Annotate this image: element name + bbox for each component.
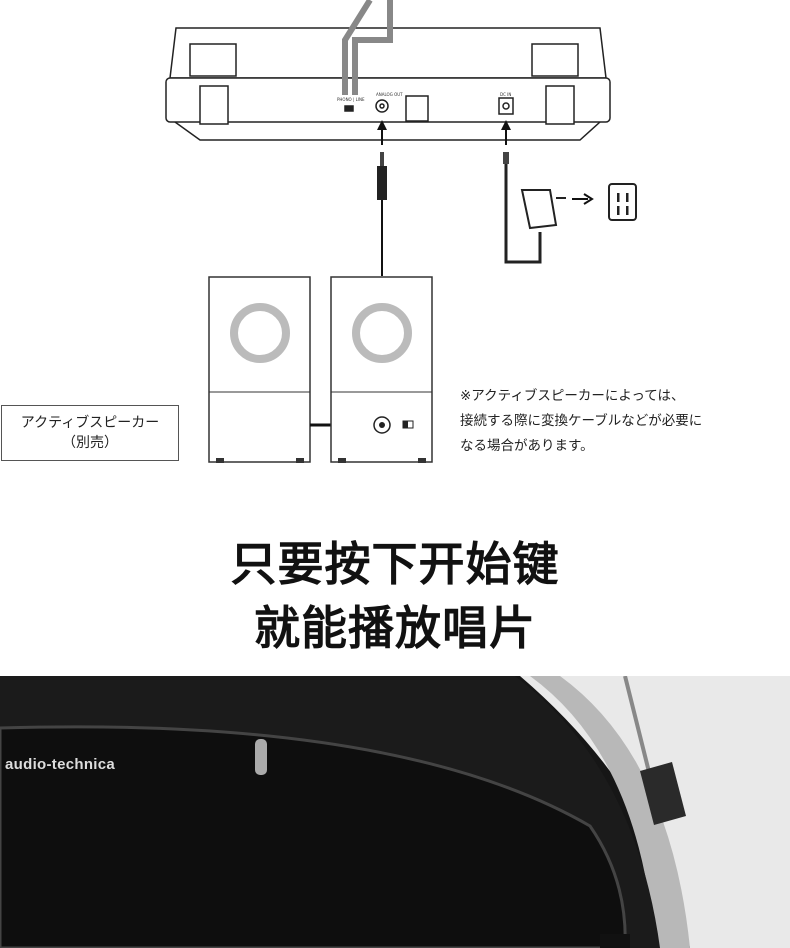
note-line: ※アクティブスピーカーによっては、 — [460, 388, 685, 404]
analog-out-label: ANALOG OUT — [376, 92, 403, 97]
note-line: 接続する際に変換ケーブルなどが必要に — [460, 413, 703, 429]
brand-logo: audio-technica — [5, 756, 116, 773]
speaker-label-box: アクティブスピーカー （別売） — [1, 405, 179, 461]
heading-line1: 只要按下开始键 — [230, 537, 560, 591]
speaker-right — [330, 276, 433, 463]
speaker-note: ※アクティブスピーカーによっては、 接続する際に変換ケーブルなどが必要に なる場… — [460, 384, 702, 459]
speaker-label-line1: アクティブスピーカー — [20, 415, 160, 431]
connection-diagram: PHONO | LINE ANALOG OUT DC IN — [165, 0, 637, 463]
power-adapter — [503, 152, 566, 264]
tonearm-arrow-icon — [342, 0, 393, 95]
note-line: なる場合があります。 — [460, 438, 594, 454]
turntable-rear-view — [165, 27, 611, 141]
speaker-left — [208, 276, 311, 463]
heading-line2: 就能播放唱片 — [254, 601, 536, 655]
arrow-right-icon — [572, 193, 594, 205]
turntable-photo: audio-technica — [0, 676, 790, 948]
audio-cable — [377, 152, 387, 276]
dc-in-label: DC IN — [500, 92, 511, 97]
arrow-up-icon — [377, 120, 511, 145]
wall-outlet-icon — [608, 183, 637, 221]
switch-label: PHONO | LINE — [337, 97, 365, 102]
speaker-label-line2: （別売） — [62, 435, 118, 451]
